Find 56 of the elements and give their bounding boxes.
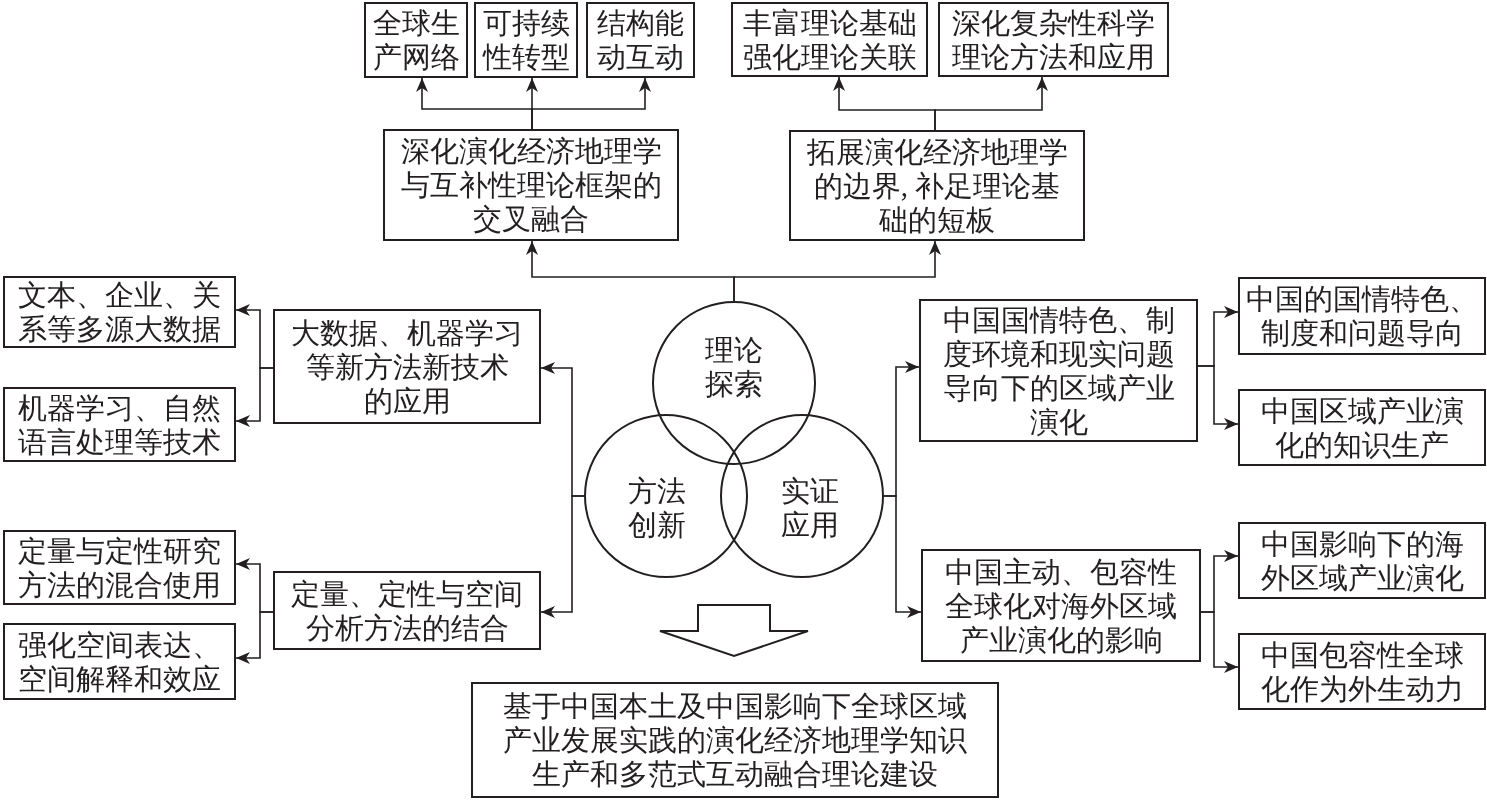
process-box [1238, 277, 1486, 355]
node-text: 丰富理论基础强化理论关联 [741, 5, 918, 74]
process-box [3, 530, 236, 605]
node-text: 可持续性转型 [481, 6, 571, 74]
connector-arrow [733, 240, 941, 302]
connector-arrow [531, 77, 651, 130]
node-text: 中国区域产业演化的知识生产 [1259, 393, 1465, 462]
process-box [3, 276, 236, 348]
venn-circle [584, 414, 748, 578]
process-box [921, 549, 1201, 662]
node-text: 结构能动互动 [596, 6, 685, 74]
node-text: 中国影响下的海外区域产业演化 [1259, 526, 1465, 595]
venn-circle [652, 301, 816, 465]
node-text: 中国包容性全球化作为外生动力 [1259, 637, 1465, 706]
node-text: 方法创新 [627, 474, 687, 542]
process-box [3, 623, 236, 700]
node-text: 深化演化经济地理学与互补性理论框架的交叉融合 [399, 134, 663, 236]
venn-circle [720, 414, 884, 578]
process-box [1238, 522, 1486, 599]
process-box [3, 387, 236, 462]
process-box [471, 682, 999, 798]
connector-arrow [1197, 365, 1239, 430]
node-text: 理论探索 [704, 333, 764, 401]
process-box [919, 299, 1198, 442]
node-text: 基于中国本土及中国影响下全球区域产业发展实践的演化经济地理学知识生产和多范式互动融合理论建设 [502, 689, 968, 791]
node-text: 文本、企业、关系等多源大数据 [17, 278, 222, 346]
node-text: 定量、定性与空间分析方法的结合 [290, 576, 524, 645]
node-text: 实证应用 [780, 474, 840, 542]
process-box [273, 309, 541, 424]
process-box [586, 2, 695, 78]
connector-arrow [540, 495, 585, 618]
node-text: 深化复杂性科学理论方法和应用 [951, 5, 1156, 74]
process-box [789, 130, 1085, 241]
node-text: 中国主动、包容性全球化对海外区域产业演化的影响 [944, 554, 1178, 657]
block-arrow [659, 604, 809, 658]
node-text: 中国的国情特色、制度和问题导向 [1245, 282, 1479, 350]
connector-arrow [1200, 611, 1239, 673]
node-text: 中国国情特色、制度环境和现实问题导向下的区域产业演化 [941, 302, 1176, 439]
process-box [731, 2, 928, 77]
process-box [273, 571, 541, 650]
node-text: 大数据、机器学习等新方法新技术的应用 [290, 315, 524, 418]
node-text: 机器学习、自然语言处理等技术 [17, 390, 222, 459]
connector-arrow [934, 76, 1048, 131]
process-box [938, 2, 1169, 77]
process-box [474, 2, 578, 78]
node-text: 定量与定性研究方法的混合使用 [17, 533, 222, 602]
process-box [1238, 633, 1486, 710]
connector-arrow [883, 495, 922, 618]
process-box [383, 129, 679, 241]
process-box [1238, 389, 1486, 466]
node-text: 拓展演化经济地理学的边界, 补足理论基础的短板 [805, 134, 1069, 237]
process-box [364, 2, 468, 78]
node-text: 强化空间表达、空间解释和效应 [17, 627, 222, 696]
connector-arrow [235, 367, 274, 427]
connector-arrow [235, 611, 274, 664]
node-text: 全球生产网络 [371, 6, 461, 74]
